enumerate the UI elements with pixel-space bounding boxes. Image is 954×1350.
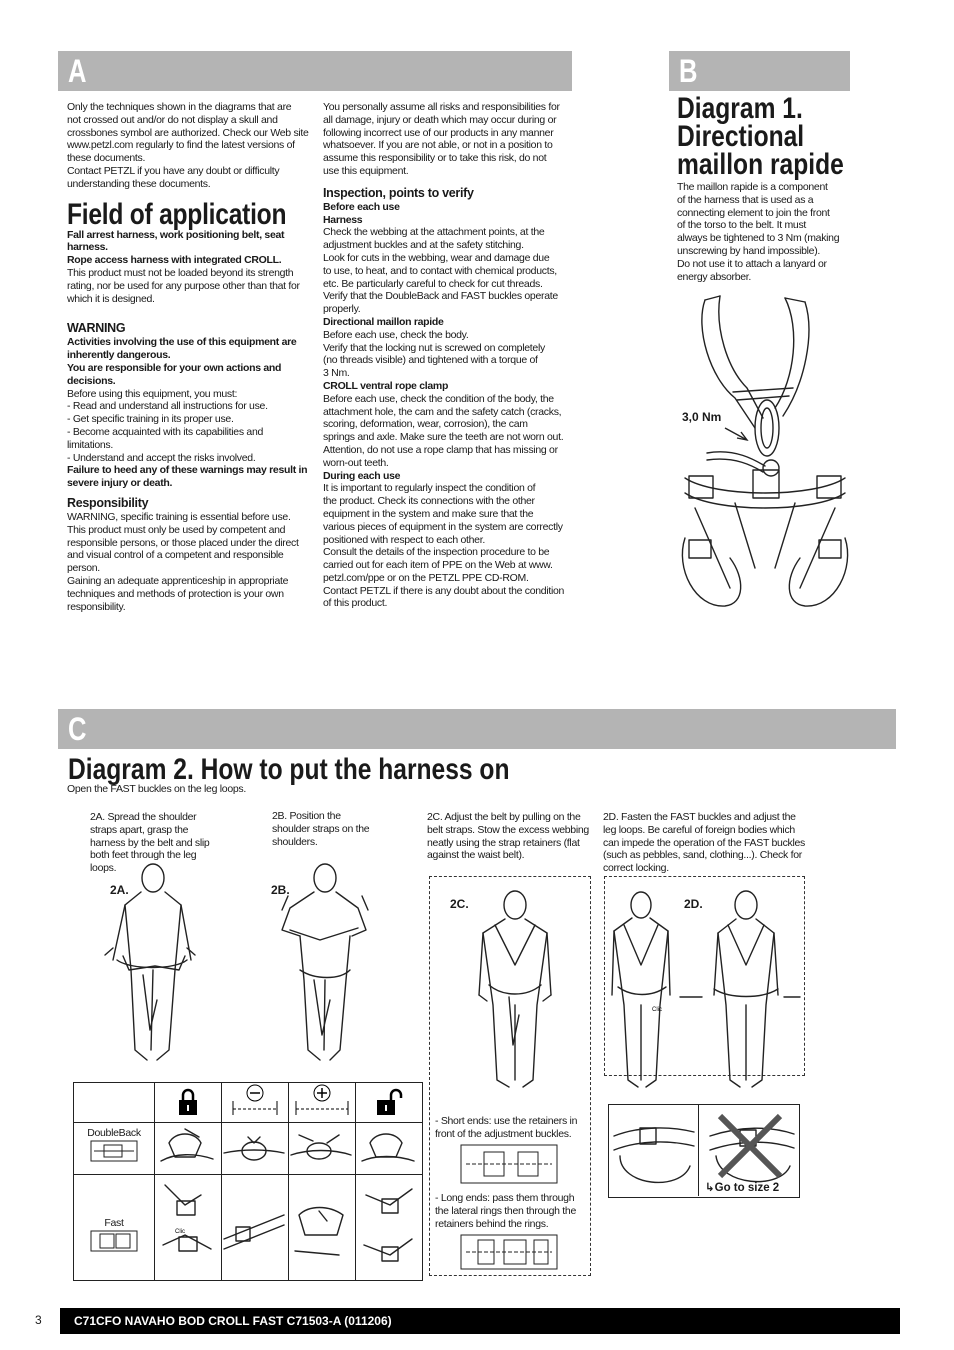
diagram-2-subtitle: Open the FAST buckles on the leg loops.	[67, 783, 246, 795]
doubleback-step-1	[160, 1128, 214, 1162]
document-reference: C71CFO NAVAHO BOD CROLL FAST C71503-A (0…	[74, 1314, 392, 1328]
figure-2c	[478, 890, 552, 1088]
label-2a: 2A.	[110, 883, 129, 897]
page-number: 3	[35, 1313, 42, 1327]
arrow-up-icon: ↳	[705, 1182, 715, 1194]
figure-2d: Clic	[611, 890, 801, 1088]
during-heading: During each use	[323, 469, 401, 482]
section-b-bar: B	[669, 51, 850, 91]
doubleback-step-3	[290, 1134, 352, 1160]
step-2c-box	[429, 876, 591, 1276]
croll-text: Before each use, check the condition of …	[323, 392, 564, 469]
responsibility-text: WARNING, specific training is essential …	[67, 510, 299, 613]
field-of-application-title: Field of application	[67, 197, 287, 231]
field-bold-1b: harness.	[67, 241, 108, 254]
field-bold-2: Rope access harness with integrated CROL…	[67, 254, 282, 267]
fast-step-3	[294, 1206, 344, 1256]
label-2d: 2D.	[684, 897, 703, 911]
fast-buckle-icon	[90, 1230, 138, 1252]
section-a-bar: A	[58, 51, 572, 91]
warning-title: WARNING	[67, 321, 126, 336]
label-2b: 2B.	[271, 883, 290, 897]
clic-label: Clic	[175, 1229, 185, 1235]
maillon-heading: Directional maillon rapide	[323, 315, 444, 328]
lock-closed-icon	[179, 1088, 197, 1115]
size-detail-crossed	[709, 1113, 795, 1183]
col2-intro: You personally assume all risks and resp…	[323, 101, 560, 177]
figure-2b	[281, 863, 369, 1061]
fast-step-2	[223, 1214, 285, 1250]
doubleback-label: DoubleBack	[87, 1127, 141, 1139]
warning-bold: Activities involving the use of this equ…	[67, 336, 297, 387]
croll-heading: CROLL ventral rope clamp	[323, 379, 449, 392]
column-2: You personally assume all risks and resp…	[323, 101, 573, 610]
field-bold-1: Fall arrest harness, work positioning be…	[67, 228, 285, 241]
intro-text: Only the techniques shown in the diagram…	[67, 101, 309, 190]
before-each-use: Before each use	[323, 200, 400, 213]
responsibility-title: Responsibility	[67, 495, 149, 510]
diagram-1: Diagram 1. Directional maillon rapide Th…	[677, 92, 852, 283]
harness-heading: Harness	[323, 213, 363, 226]
clic-label-2d: Clic	[652, 1007, 662, 1013]
harness-illustration	[681, 295, 849, 607]
fast-step-1: Clic	[162, 1184, 212, 1252]
step-2d-box	[604, 876, 805, 1076]
lock-open-icon	[377, 1088, 403, 1115]
short-ends-detail	[460, 1144, 558, 1184]
maillon-text: Before each use, check the body.Verify t…	[323, 328, 545, 380]
doubleback-step-4	[361, 1133, 415, 1162]
diagram-2-title: Diagram 2. How to put the harness on	[68, 753, 510, 786]
harness-text: Check the webbing at the attachment poin…	[323, 226, 558, 316]
warning-text: Before using this equipment, you must:- …	[67, 387, 268, 464]
long-ends-detail	[460, 1234, 558, 1270]
section-c-bar: C	[58, 709, 896, 749]
size-detail-divider	[698, 1104, 699, 1196]
during-text: It is important to regularly inspect the…	[323, 482, 565, 610]
diagram-1-title: Diagram 1. Directional maillon rapide	[677, 92, 844, 181]
step-2d-text: 2D. Fasten the FAST buckles and adjust t…	[603, 811, 805, 875]
plus-circle-icon	[295, 1084, 349, 1115]
column-1: Only the techniques shown in the diagram…	[67, 101, 312, 613]
go-to-size-label: ↳Go to size 2	[705, 1182, 780, 1194]
doubleback-buckle-icon	[90, 1140, 138, 1162]
label-2c: 2C.	[450, 897, 469, 911]
minus-circle-icon	[232, 1084, 278, 1115]
warning-bold-2: Failure to heed any of these warnings ma…	[67, 464, 308, 490]
inspection-title: Inspection, points to verify	[323, 185, 474, 200]
torque-label: 3,0 Nm	[682, 410, 722, 424]
section-c-letter: C	[68, 711, 87, 747]
fast-label: Fast	[104, 1217, 124, 1229]
doubleback-step-2	[223, 1136, 285, 1161]
section-b-letter: B	[679, 53, 698, 89]
figure-2a	[104, 863, 196, 1061]
size-detail-ok	[613, 1127, 695, 1184]
buckle-table: DoubleBack Fast Clic	[73, 1082, 423, 1281]
size-detail-box	[608, 1104, 800, 1198]
field-text: This product must not be loaded beyond i…	[67, 266, 300, 305]
footer-bar: C71CFO NAVAHO BOD CROLL FAST C71503-A (0…	[60, 1308, 900, 1334]
section-a-letter: A	[68, 53, 87, 89]
fast-step-4	[363, 1188, 413, 1262]
